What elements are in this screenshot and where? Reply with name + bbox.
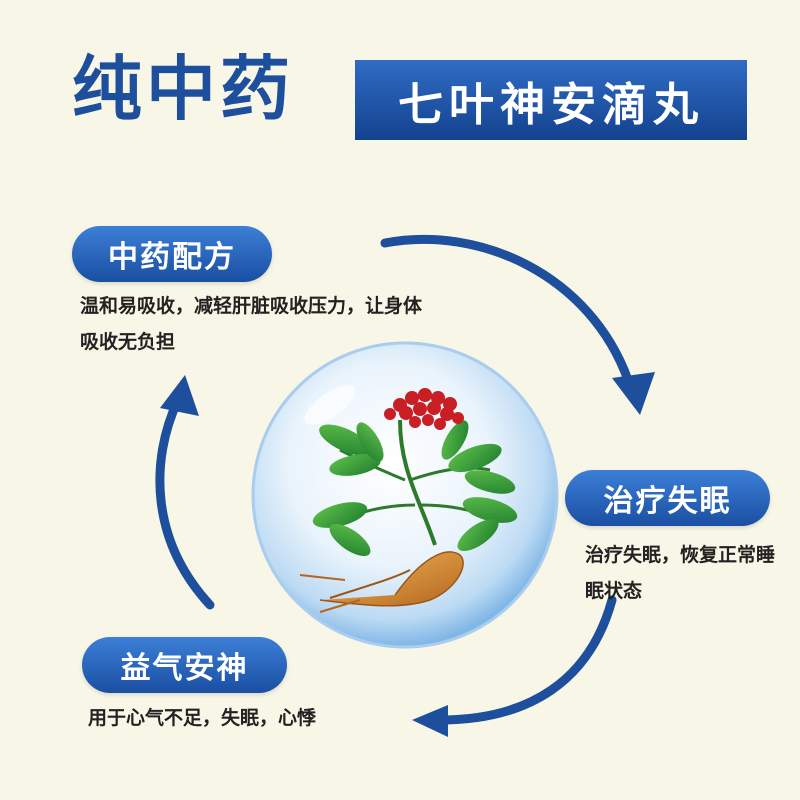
product-name-banner: 七叶神安滴丸 <box>355 60 747 140</box>
feature-label-calm-spirit: 益气安神 <box>82 637 287 693</box>
center-bubble <box>251 341 559 649</box>
feature-desc-treat-insomnia: 治疗失眠，恢复正常睡眠状态 <box>585 544 776 602</box>
cycle-arrow-icon <box>155 375 215 610</box>
cycle-arrow-icon <box>380 235 655 415</box>
feature-desc-calm-spirit: 用于心气不足，失眠，心悸 <box>88 707 317 729</box>
product-name: 七叶神安滴丸 <box>397 77 704 131</box>
feature-label-treat-insomnia: 治疗失眠 <box>565 470 770 526</box>
feature-desc-tcm-formula: 温和易吸收，减轻肝脏吸收压力，让身体吸收无负担 <box>80 295 423 353</box>
cycle-arrow-icon <box>412 595 617 737</box>
ginseng-plant-illustration <box>299 388 518 613</box>
feature-label-tcm-formula: 中药配方 <box>72 226 272 282</box>
title-main: 纯中药 <box>72 47 294 130</box>
